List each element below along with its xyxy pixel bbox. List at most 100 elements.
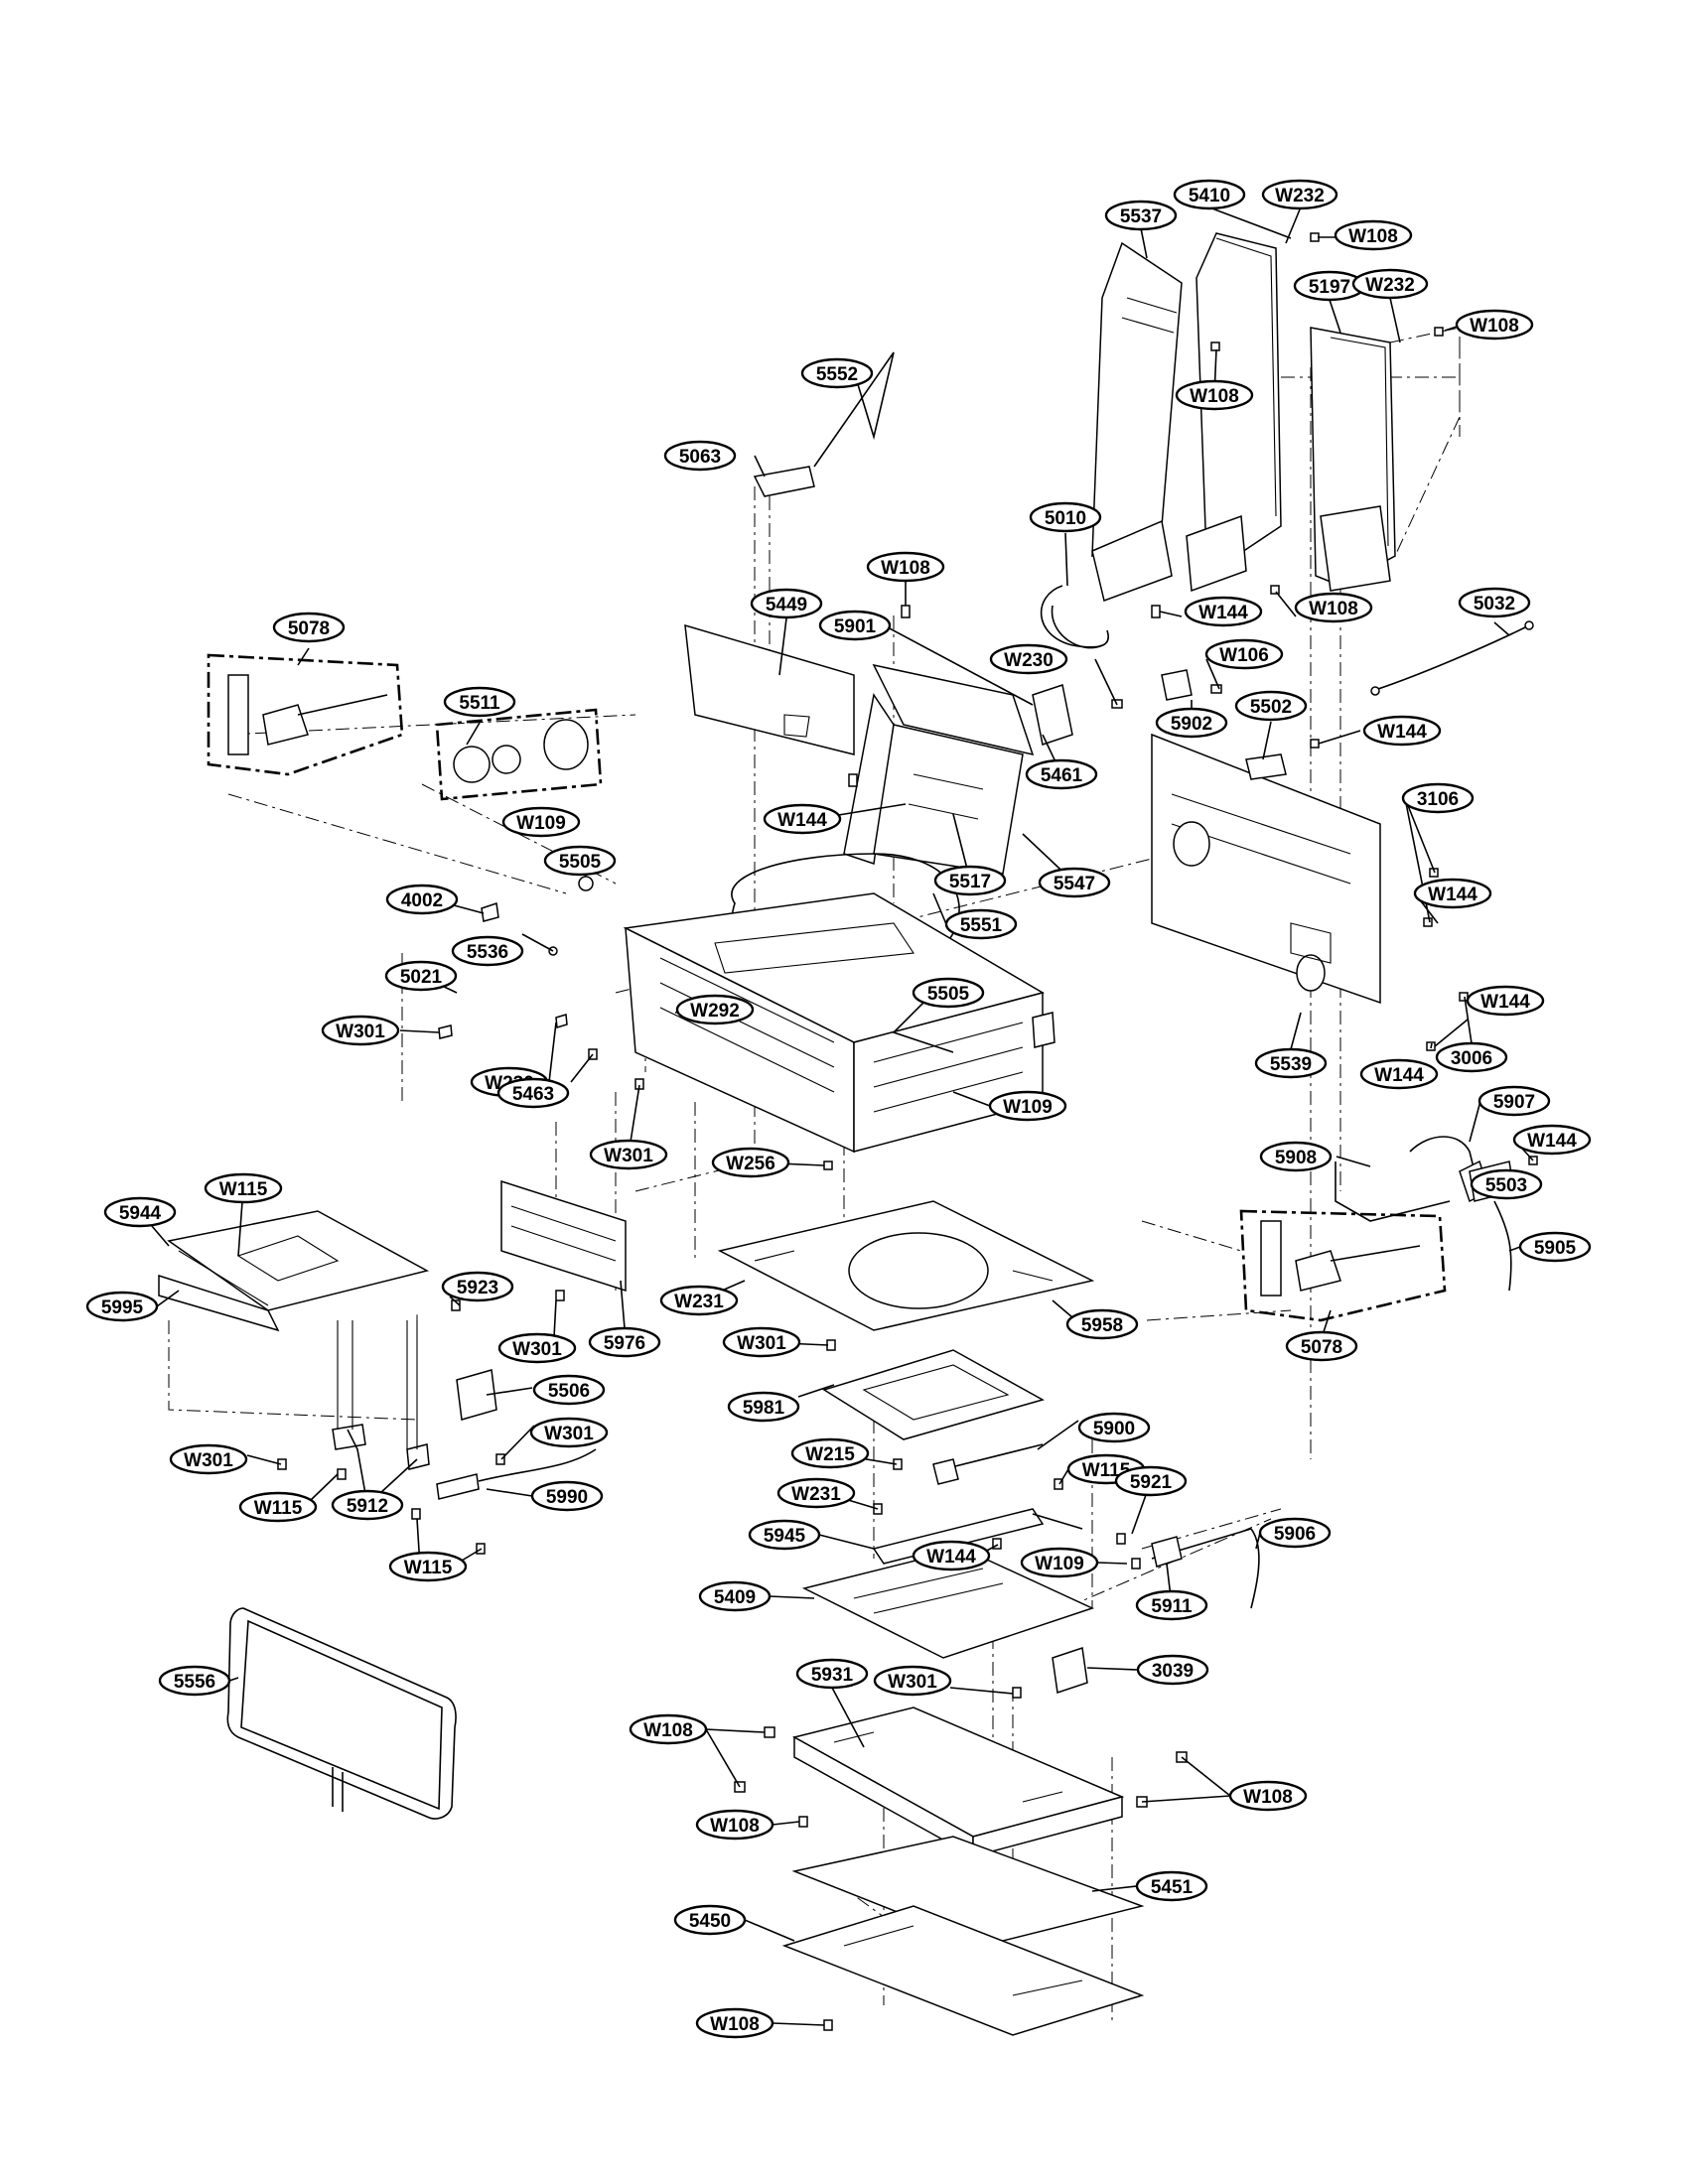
svg-text:W301: W301 [512, 1339, 562, 1360]
shield-5976 [500, 1179, 627, 1293]
svg-text:W231: W231 [791, 1484, 841, 1505]
svg-text:5502: 5502 [1250, 697, 1292, 718]
callout-5908: 5908 [1259, 1141, 1333, 1172]
bracket-5912 [332, 1320, 430, 1470]
callout-W108: W108 [695, 2007, 774, 2039]
callout-5463: 5463 [496, 1077, 570, 1109]
callout-5537: 5537 [1104, 200, 1178, 231]
callout-W232: W232 [1351, 268, 1429, 300]
svg-text:W232: W232 [1365, 275, 1415, 296]
callout-5410: 5410 [1173, 179, 1246, 210]
callout-W108: W108 [1294, 592, 1373, 623]
svg-text:5197: 5197 [1309, 277, 1350, 298]
callout-5901: 5901 [818, 610, 892, 641]
callout-5078: 5078 [272, 612, 346, 643]
duct-5197 [1310, 327, 1461, 592]
callout-W232: W232 [1261, 179, 1338, 210]
svg-text:W115: W115 [404, 1558, 453, 1578]
heater-5078-left [207, 653, 404, 776]
svg-text:5078: 5078 [1301, 1337, 1342, 1358]
svg-text:3006: 3006 [1451, 1048, 1492, 1069]
callout-5921: 5921 [1114, 1465, 1188, 1497]
callout-5503: 5503 [1470, 1168, 1543, 1200]
callout-5536: 5536 [451, 935, 524, 967]
svg-text:5449: 5449 [766, 595, 807, 615]
svg-text:5944: 5944 [119, 1203, 162, 1224]
rod-5552 [813, 351, 895, 468]
svg-text:W109: W109 [516, 813, 566, 834]
svg-text:W231: W231 [674, 1292, 724, 1312]
svg-text:3039: 3039 [1152, 1661, 1194, 1682]
callout-5923: 5923 [441, 1271, 514, 1302]
svg-text:5021: 5021 [400, 967, 443, 988]
callout-5552: 5552 [800, 357, 874, 389]
bottom-plate-5958 [717, 1200, 1095, 1331]
callout-5505: 5505 [543, 845, 617, 877]
callout-W108: W108 [866, 551, 945, 583]
callout-W301: W301 [589, 1139, 668, 1170]
heater-5078-right [1239, 1209, 1447, 1322]
callout-5556: 5556 [158, 1665, 231, 1697]
callout-W144: W144 [1413, 878, 1492, 909]
callout-5032: 5032 [1458, 587, 1531, 618]
ignitor-5990 [436, 1448, 597, 1500]
svg-text:W144: W144 [777, 810, 827, 831]
callout-W108: W108 [1455, 309, 1534, 341]
svg-text:W115: W115 [254, 1498, 303, 1519]
cover-5409 [801, 1548, 1095, 1659]
svg-text:5461: 5461 [1041, 765, 1083, 786]
svg-text:W108: W108 [1309, 599, 1358, 619]
svg-text:5900: 5900 [1093, 1419, 1135, 1439]
svg-text:W115: W115 [219, 1179, 268, 1200]
callout-W230: W230 [989, 643, 1068, 675]
svg-text:W215: W215 [805, 1444, 855, 1465]
callout-W301: W301 [529, 1417, 609, 1448]
callout-W106: W106 [1204, 638, 1284, 670]
bracket-5506 [456, 1369, 497, 1421]
callout-5944: 5944 [103, 1196, 177, 1228]
bracket-5063 [753, 466, 815, 497]
hose-5907-5908 [1335, 1136, 1490, 1222]
svg-text:5506: 5506 [548, 1381, 590, 1402]
svg-text:5908: 5908 [1275, 1148, 1317, 1168]
svg-text:W108: W108 [881, 558, 930, 579]
svg-text:W301: W301 [544, 1424, 594, 1444]
svg-text:5901: 5901 [834, 616, 877, 637]
svg-text:5556: 5556 [174, 1672, 215, 1693]
wire-5010 [1040, 585, 1109, 649]
pipe-5906 [1151, 1528, 1260, 1609]
svg-text:5902: 5902 [1171, 714, 1212, 735]
valve-5911 [1151, 1536, 1183, 1568]
svg-text:W301: W301 [737, 1333, 786, 1354]
svg-text:W256: W256 [726, 1154, 775, 1174]
svg-text:5911: 5911 [1151, 1596, 1193, 1617]
callout-5912: 5912 [331, 1489, 404, 1521]
callout-W301: W301 [873, 1665, 952, 1697]
callout-5505: 5505 [912, 977, 985, 1009]
plate-5995 [158, 1274, 418, 1421]
callout-5958: 5958 [1065, 1308, 1139, 1340]
callout-W108: W108 [1228, 1780, 1308, 1812]
svg-text:5410: 5410 [1189, 186, 1230, 206]
callout-5905: 5905 [1518, 1231, 1592, 1263]
svg-text:5990: 5990 [546, 1487, 588, 1508]
svg-text:5511: 5511 [459, 693, 500, 714]
svg-text:W108: W108 [1470, 316, 1519, 337]
svg-text:W108: W108 [710, 2014, 760, 2035]
callout-5911: 5911 [1135, 1589, 1208, 1621]
callout-3039: 3039 [1136, 1654, 1209, 1686]
callout-5551: 5551 [944, 908, 1018, 940]
callout-W144: W144 [1362, 715, 1442, 747]
svg-text:5905: 5905 [1534, 1238, 1577, 1259]
callout-5906: 5906 [1258, 1517, 1332, 1549]
callout-W144: W144 [1359, 1058, 1439, 1090]
bracket-5502 [1245, 753, 1287, 780]
svg-text:W108: W108 [710, 1816, 760, 1837]
callout-5981: 5981 [727, 1391, 800, 1423]
hardware [277, 232, 1538, 2031]
svg-text:W144: W144 [1480, 992, 1530, 1013]
callout-5995: 5995 [85, 1291, 159, 1322]
callout-W301: W301 [169, 1443, 248, 1475]
callout-5502: 5502 [1234, 690, 1308, 722]
